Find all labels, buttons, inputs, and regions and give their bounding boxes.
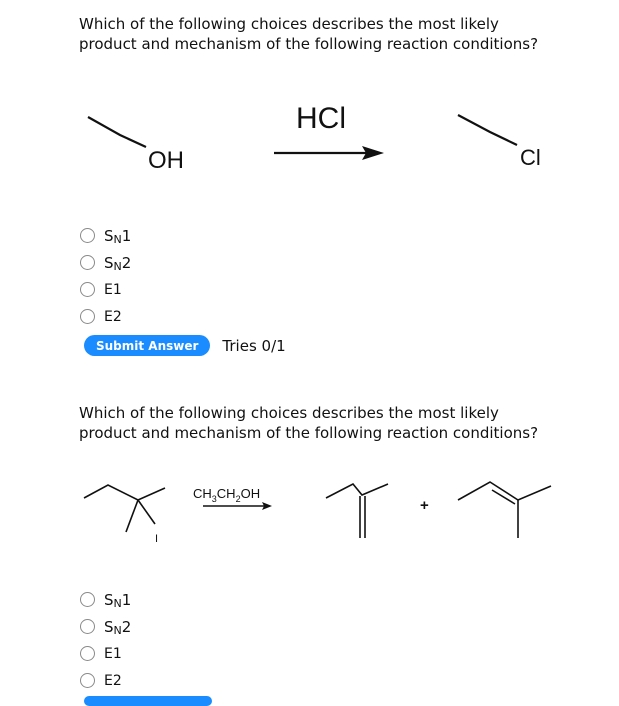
- option-label-sub: N: [113, 233, 122, 246]
- option-label-sub: N: [113, 260, 122, 273]
- reactant-1-group: OH: [148, 147, 184, 174]
- product-2b-chain: [457, 481, 552, 501]
- reactant-2-bond-to-i: [137, 499, 156, 525]
- reactant-2-chain: [83, 484, 166, 501]
- reagent-2: CH3CH2OH: [193, 486, 260, 504]
- reaction-1-svg: OH HCl Cl: [87, 102, 541, 174]
- submit-row: Submit Answer Tries 0/1: [84, 335, 286, 356]
- reactant-2-branch: [125, 499, 139, 533]
- product-2a-chain: [325, 482, 389, 499]
- question-1-text: Which of the following choices describes…: [79, 15, 539, 53]
- option-label-main: E1: [104, 281, 122, 298]
- radio-button[interactable]: [80, 228, 95, 243]
- option-e1[interactable]: E1: [80, 640, 131, 667]
- option-label-main: S: [104, 617, 114, 636]
- reagent-1: HCl: [296, 102, 346, 135]
- reactant-2-group: I: [155, 533, 158, 545]
- option-label-main: S: [104, 253, 114, 272]
- option-label-tail: 2: [121, 253, 132, 272]
- option-label-main: S: [104, 590, 114, 609]
- radio-button[interactable]: [80, 673, 95, 688]
- option-label-tail: 1: [121, 226, 132, 245]
- option-label-tail: 2: [121, 617, 132, 636]
- tries-counter: Tries 0/1: [222, 336, 286, 355]
- question-2-text: Which of the following choices describes…: [79, 404, 539, 442]
- option-label-main: E1: [104, 645, 122, 662]
- reaction-2-svg: I CH3CH2OH +: [83, 481, 552, 545]
- radio-button[interactable]: [80, 619, 95, 634]
- radio-button[interactable]: [80, 309, 95, 324]
- option-label-sub: N: [113, 597, 122, 610]
- plus-sign: +: [420, 497, 429, 514]
- radio-button[interactable]: [80, 255, 95, 270]
- product-2b-double-bond: [491, 489, 516, 505]
- radio-button[interactable]: [80, 282, 95, 297]
- option-label-main: S: [104, 226, 114, 245]
- option-e2[interactable]: E2: [80, 303, 131, 330]
- reaction-2-arrow-head: [262, 502, 272, 510]
- reaction-2-scheme: I CH3CH2OH +: [0, 470, 619, 570]
- option-label-sub: N: [113, 624, 122, 637]
- product-1-bonds: [457, 114, 518, 146]
- reaction-1-scheme: OH HCl Cl: [0, 85, 619, 195]
- option-label-main: E2: [104, 672, 122, 689]
- option-label-main: E2: [104, 308, 122, 325]
- option-label-tail: 1: [121, 590, 132, 609]
- reaction-1-arrow-head: [362, 146, 384, 160]
- radio-button[interactable]: [80, 646, 95, 661]
- submit-answer-button[interactable]: Submit Answer: [84, 335, 211, 356]
- radio-button[interactable]: [80, 592, 95, 607]
- submit-answer-button-partial[interactable]: [84, 696, 212, 706]
- option-e2[interactable]: E2: [80, 667, 131, 694]
- product-1-group: Cl: [520, 145, 541, 170]
- reactant-1-bonds: [87, 116, 147, 148]
- option-e1[interactable]: E1: [80, 276, 131, 303]
